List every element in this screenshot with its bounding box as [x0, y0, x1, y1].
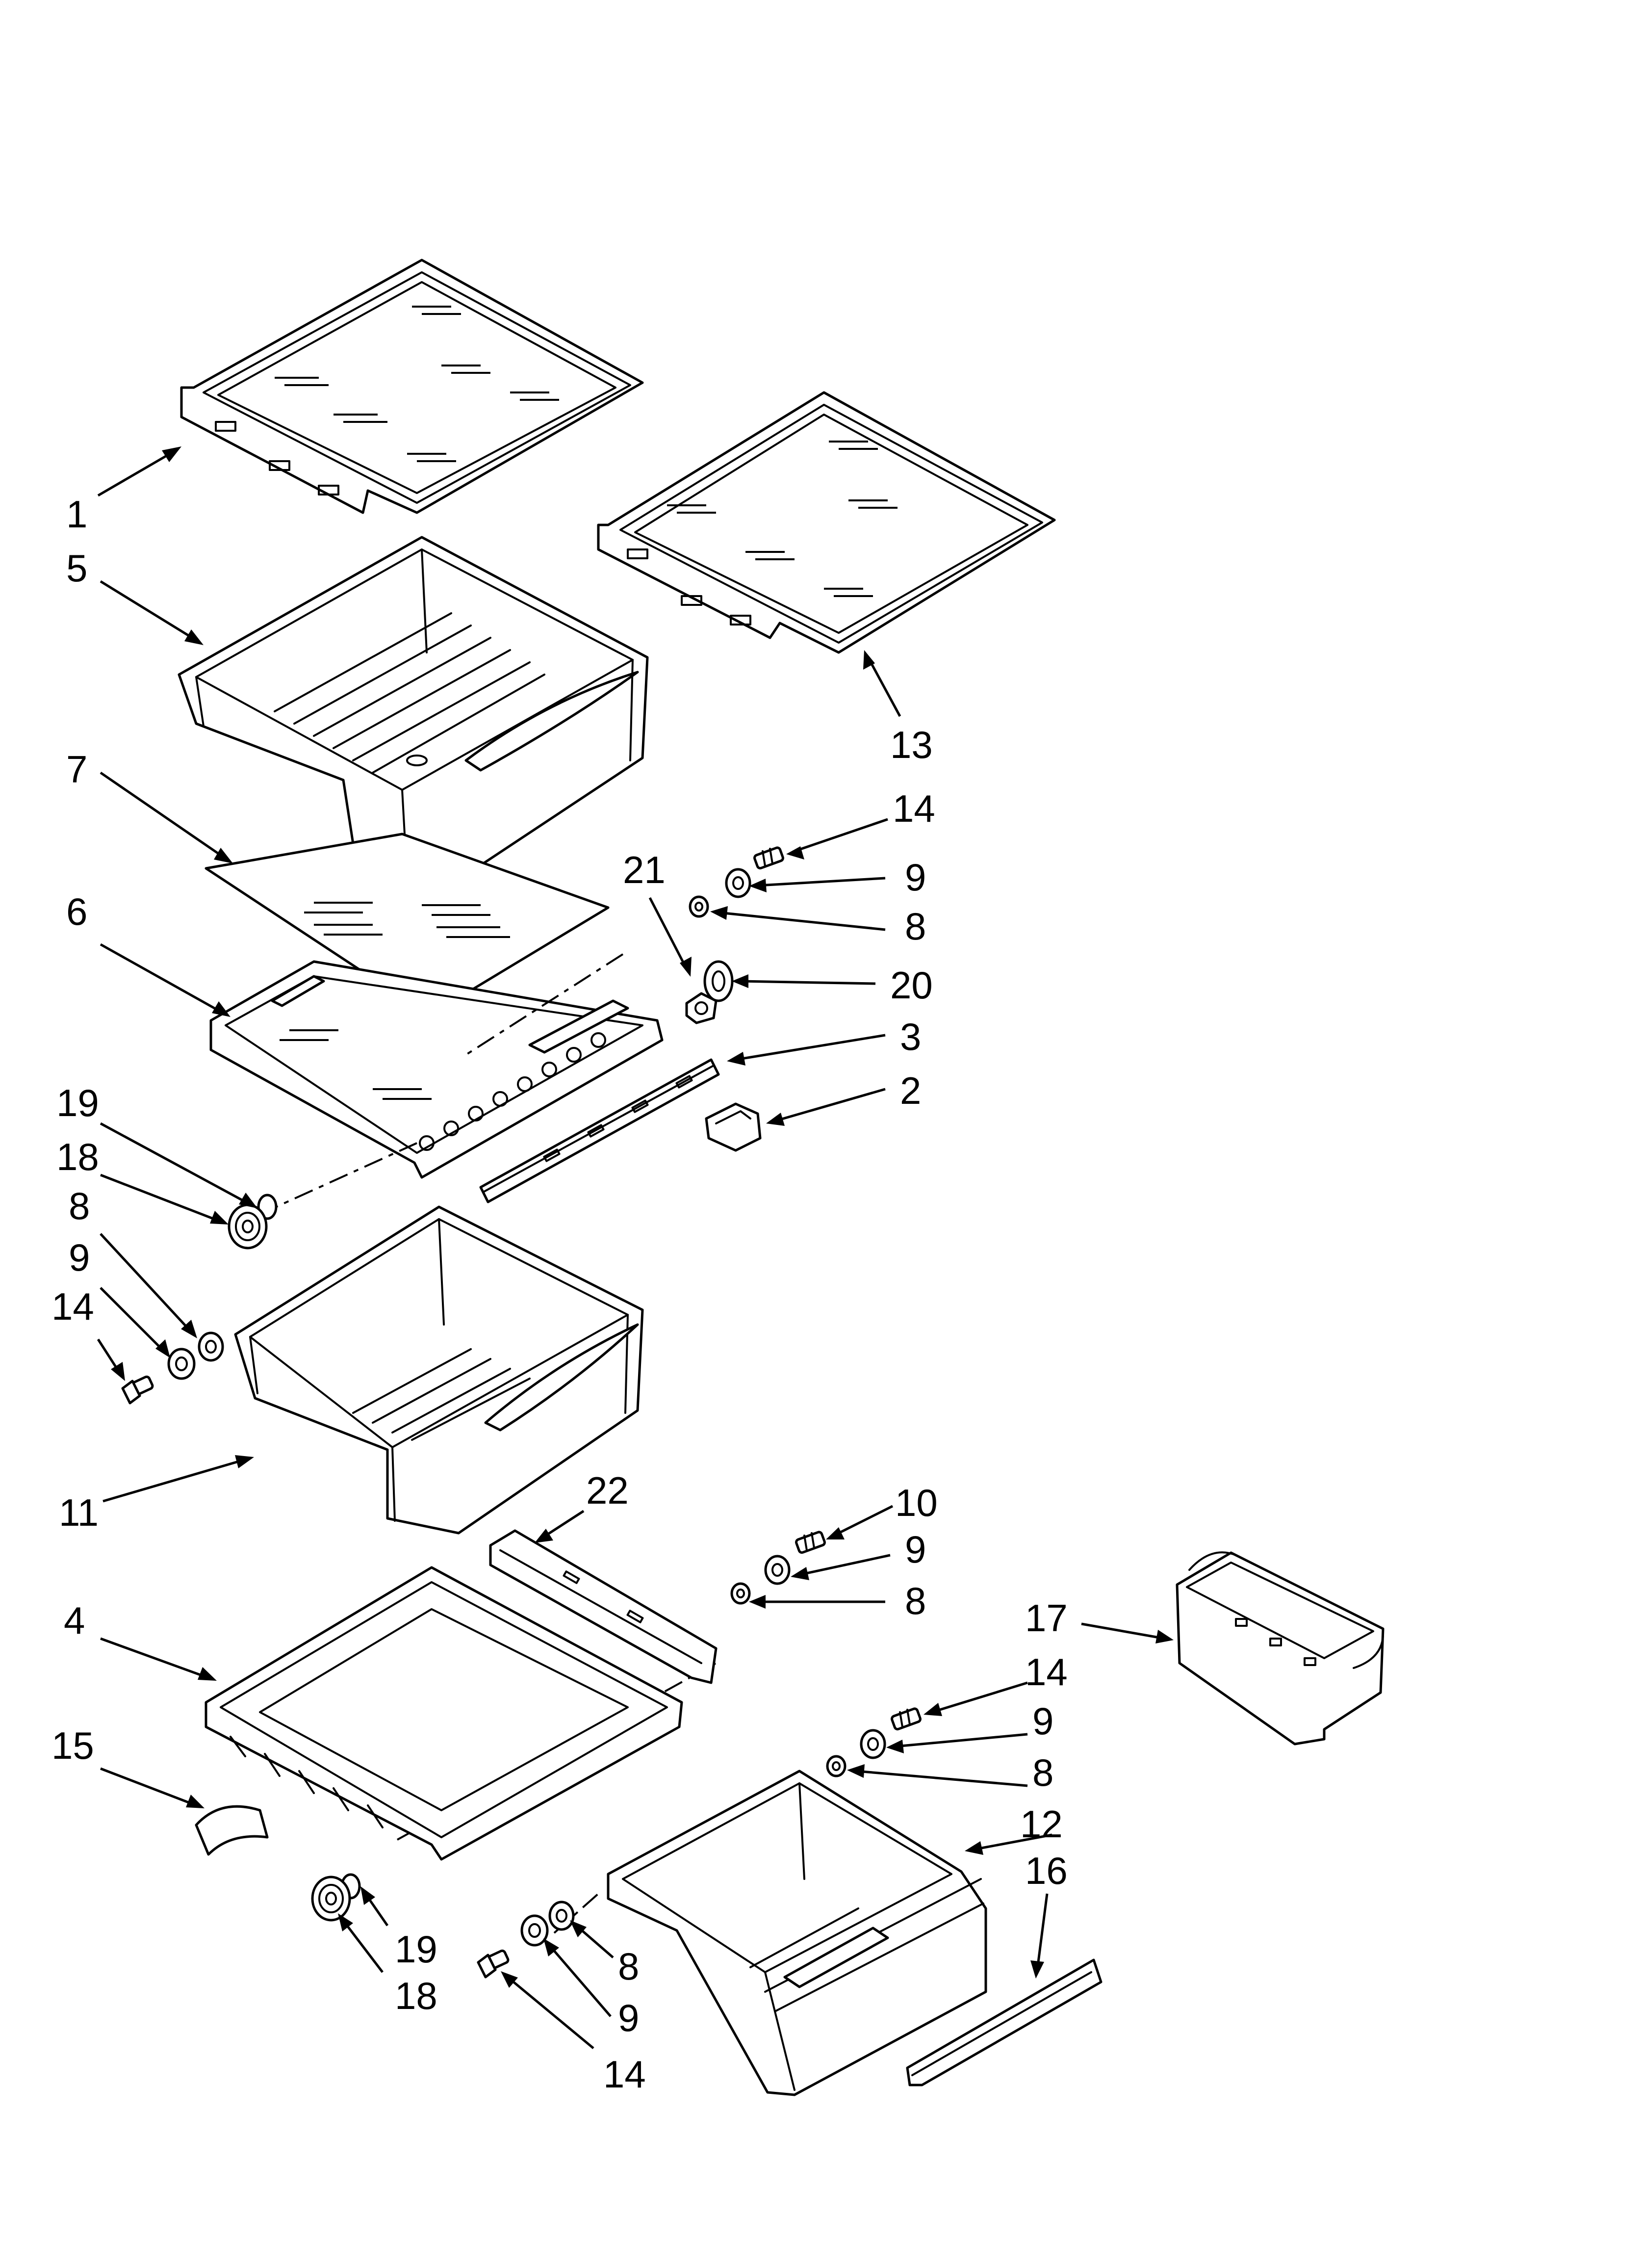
callout-18b: 18	[395, 1974, 437, 2017]
callout-9c: 9	[905, 1528, 926, 1571]
callout-3: 3	[900, 1015, 921, 1058]
cover-part	[195, 1805, 269, 1856]
cam-part	[685, 992, 718, 1024]
callout-10: 10	[895, 1481, 938, 1524]
callout-8e: 8	[618, 1945, 639, 1988]
crisper-drawer-lower	[234, 1205, 644, 1535]
crisper-drawer-upper	[178, 536, 649, 885]
callout-9b: 9	[69, 1236, 90, 1279]
spacer-part	[520, 1914, 549, 1947]
callout-14c: 14	[1025, 1650, 1068, 1694]
callout-16: 16	[1025, 1849, 1068, 1892]
callout-4: 4	[64, 1599, 85, 1642]
screw-part	[891, 1707, 922, 1731]
roller-part	[228, 1203, 268, 1250]
roller-part	[311, 1876, 351, 1922]
crisper-cover-glass	[205, 833, 610, 1017]
callout-14b: 14	[51, 1285, 94, 1328]
spacer-part	[167, 1348, 196, 1380]
bushing-part	[689, 895, 709, 918]
callout-8b: 8	[69, 1184, 90, 1227]
callout-11: 11	[59, 1491, 99, 1534]
callout-21: 21	[623, 848, 666, 891]
leader-lines	[97, 446, 1174, 2049]
screw-part	[753, 846, 784, 870]
stop-part	[703, 960, 734, 1002]
shelf-glass-upper-left	[180, 259, 644, 514]
callout-9a: 9	[905, 856, 926, 899]
callout-19b: 19	[395, 1928, 437, 1971]
callout-15: 15	[51, 1724, 94, 1767]
drawer-trim	[906, 1958, 1103, 2086]
callout-19a: 19	[56, 1081, 99, 1124]
callout-9e: 9	[618, 1996, 639, 2039]
pan-drawer	[607, 1770, 987, 2096]
rail-upper	[479, 1058, 720, 1203]
callout-8a: 8	[905, 905, 926, 948]
crisper-cover-frame	[209, 960, 664, 1179]
callout-22: 22	[586, 1469, 629, 1512]
clip-part	[705, 1102, 762, 1152]
callout-5: 5	[66, 547, 87, 590]
bushing-part	[730, 1582, 751, 1605]
callout-labels: 1 5 13 7 14 21 9 6 8 20 3 19 2 18 8 9 14…	[51, 493, 1068, 2096]
callout-20: 20	[890, 964, 933, 1007]
bushing-part	[826, 1755, 847, 1777]
callout-2: 2	[900, 1069, 921, 1112]
assembly-line	[259, 1142, 417, 1215]
spacer-part	[764, 1555, 791, 1585]
callout-12: 12	[1020, 1802, 1063, 1846]
spacer-part	[725, 868, 751, 898]
callout-7: 7	[66, 748, 87, 791]
storage-bin	[1176, 1551, 1385, 1746]
callout-18a: 18	[56, 1135, 99, 1178]
callout-14d: 14	[603, 2053, 646, 2096]
callout-14a: 14	[893, 787, 935, 830]
assembly-line	[465, 953, 624, 1056]
callout-13: 13	[890, 723, 933, 766]
shelf-glass-upper-right	[597, 391, 1056, 654]
callout-9d: 9	[1032, 1699, 1053, 1743]
bushing-part	[198, 1331, 224, 1362]
callout-8d: 8	[1032, 1751, 1053, 1794]
callout-1: 1	[66, 493, 87, 536]
spacer-part	[860, 1729, 886, 1759]
callout-8c: 8	[905, 1579, 926, 1622]
screw-part	[795, 1531, 826, 1554]
bushing-part	[548, 1901, 575, 1931]
callout-6: 6	[66, 890, 87, 933]
screw-part	[121, 1375, 154, 1405]
lower-frame	[205, 1566, 683, 1861]
screw-part	[477, 1949, 510, 1979]
callout-17: 17	[1025, 1596, 1068, 1640]
rail-lower	[489, 1529, 718, 1684]
